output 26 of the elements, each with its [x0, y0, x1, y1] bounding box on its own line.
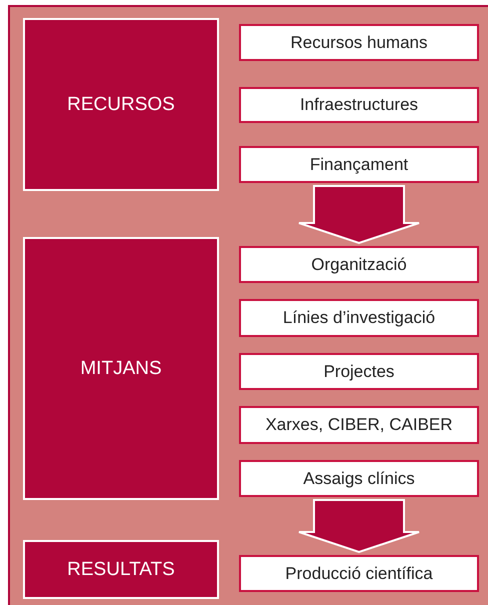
item-box [239, 24, 479, 61]
box-label: Xarxes, CIBER, CAIBER [265, 415, 453, 435]
block-arrow [298, 499, 420, 554]
box-label: Assaigs clínics [303, 468, 415, 488]
box-label: Organització [311, 254, 407, 274]
item-box [239, 299, 479, 337]
box-label: Recursos humans [290, 32, 428, 52]
item-box [239, 555, 479, 592]
box-label: Finançament [310, 154, 408, 174]
block-arrow [298, 185, 420, 244]
category-box [23, 18, 219, 191]
box-label: RESULTATS [67, 558, 175, 580]
item-box [239, 460, 479, 497]
box-label: RECURSOS [67, 94, 175, 116]
item-box [239, 146, 479, 183]
category-box [23, 540, 219, 599]
box-label: Infraestructures [300, 95, 418, 115]
box-label: Producció científica [285, 564, 433, 584]
item-box [239, 353, 479, 390]
item-box [239, 87, 479, 123]
box-label: Projectes [324, 362, 394, 382]
item-box [239, 246, 479, 283]
category-box [23, 237, 219, 500]
item-box [239, 406, 479, 444]
box-label: Línies d’investigació [282, 308, 436, 328]
box-label: MITJANS [80, 358, 162, 380]
